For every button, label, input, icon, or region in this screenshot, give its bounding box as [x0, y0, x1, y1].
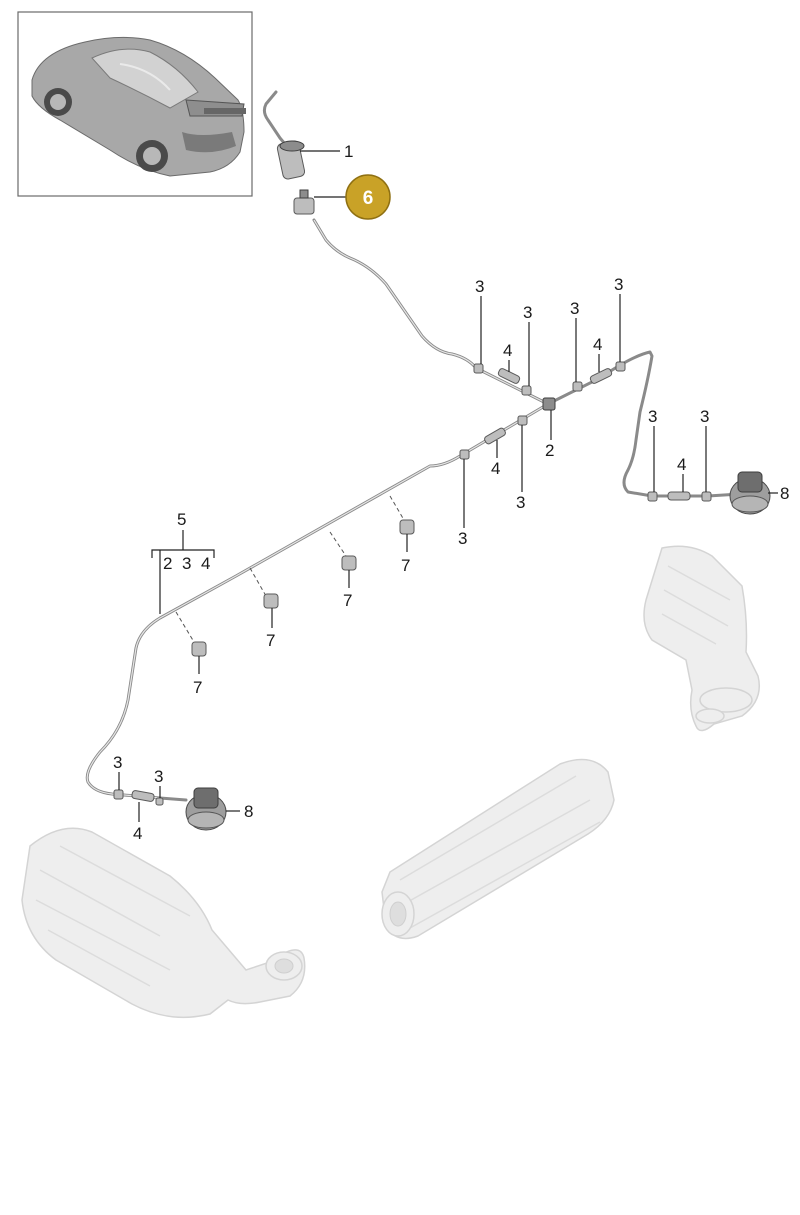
callout-4[interactable]: 4	[133, 824, 142, 843]
actuator-8-right[interactable]	[729, 471, 771, 515]
hose-4[interactable]	[483, 427, 506, 445]
callout-3[interactable]: 3	[570, 299, 579, 318]
callout-4[interactable]: 4	[503, 341, 512, 360]
callout-7[interactable]: 7	[401, 556, 410, 575]
fitting-3[interactable]	[155, 797, 164, 806]
muffler-ghost-left	[21, 827, 306, 1019]
callout-7[interactable]: 7	[266, 631, 275, 650]
clip-7[interactable]	[263, 593, 279, 609]
clip-7[interactable]	[341, 555, 357, 571]
fitting-3[interactable]	[521, 385, 532, 396]
hose-4[interactable]	[131, 790, 155, 802]
callout-5-sub-4[interactable]: 4	[201, 554, 210, 573]
vehicle-thumbnail[interactable]	[17, 11, 253, 197]
clip-7[interactable]	[191, 641, 207, 657]
callout-7[interactable]: 7	[343, 591, 352, 610]
clip-7[interactable]	[399, 519, 415, 535]
callout-3[interactable]: 3	[614, 275, 623, 294]
hose-4[interactable]	[667, 491, 691, 501]
callout-3[interactable]: 3	[475, 277, 484, 296]
callout-labels: 1 3 4 3 3 4 3 2 4 3 3 3 4 3 8 5 2 3 4 7 …	[113, 142, 789, 843]
part-1-valve[interactable]	[276, 140, 306, 180]
callout-5-sub-2[interactable]: 2	[163, 554, 172, 573]
callout-5-sub-3[interactable]: 3	[182, 554, 191, 573]
callout-3[interactable]: 3	[154, 767, 163, 786]
callout-3[interactable]: 3	[523, 303, 532, 322]
muffler-ghost-center	[381, 758, 615, 940]
fitting-3[interactable]	[615, 361, 626, 372]
hose-4[interactable]	[589, 368, 613, 385]
fitting-3[interactable]	[459, 449, 470, 460]
part-6-connector[interactable]	[293, 189, 315, 215]
callout-8[interactable]: 8	[244, 802, 253, 821]
callout-3[interactable]: 3	[700, 407, 709, 426]
callout-4[interactable]: 4	[677, 455, 686, 474]
callout-3[interactable]: 3	[648, 407, 657, 426]
vacuum-line	[85, 90, 742, 802]
callout-3[interactable]: 3	[458, 529, 467, 548]
hose-4[interactable]	[497, 368, 521, 385]
callout-1[interactable]: 1	[344, 142, 353, 161]
callout-6-label: 6	[363, 188, 374, 209]
callout-5[interactable]: 5	[177, 510, 186, 529]
clips	[175, 495, 415, 657]
fitting-3[interactable]	[517, 415, 528, 426]
callout-3[interactable]: 3	[516, 493, 525, 512]
muffler-ghost-right	[643, 545, 760, 732]
car-rear-three-quarter-icon	[31, 36, 246, 177]
callout-2[interactable]: 2	[545, 441, 554, 460]
fitting-3[interactable]	[113, 789, 124, 800]
actuator-8-left[interactable]	[185, 787, 227, 831]
callout-8[interactable]: 8	[780, 484, 789, 503]
fitting-3[interactable]	[572, 381, 583, 392]
fittings	[113, 361, 712, 806]
fitting-3[interactable]	[647, 491, 658, 502]
leader-lines	[118, 150, 778, 822]
callout-4[interactable]: 4	[491, 459, 500, 478]
callout-7[interactable]: 7	[193, 678, 202, 697]
callout-3[interactable]: 3	[113, 753, 122, 772]
fitting-3[interactable]	[473, 363, 484, 374]
fitting-3[interactable]	[701, 491, 712, 502]
callout-6-highlight[interactable]: 6	[345, 174, 391, 220]
tee-2[interactable]	[542, 397, 556, 411]
callout-4[interactable]: 4	[593, 335, 602, 354]
